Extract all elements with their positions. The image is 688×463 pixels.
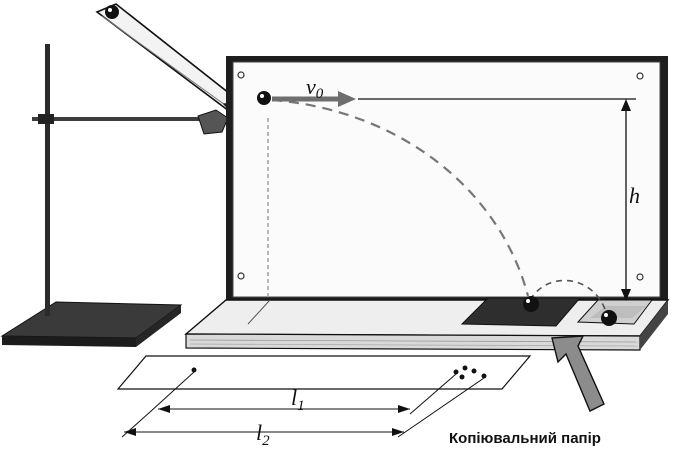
height-arrow	[621, 99, 631, 301]
stand-rod	[45, 44, 50, 316]
ball-icon	[257, 91, 271, 105]
landing-mark	[191, 367, 197, 373]
l2-label: l2	[256, 420, 270, 449]
landing-mark	[481, 373, 487, 379]
screw-icon	[636, 273, 644, 281]
screw-icon	[636, 72, 644, 80]
trajectory-dashed	[271, 98, 530, 297]
carbon-paper	[460, 297, 582, 327]
l1-label: l1	[291, 385, 305, 414]
ball-icon	[105, 5, 119, 19]
stand-base-front	[2, 336, 136, 347]
base-board	[184, 297, 670, 351]
clamp	[197, 109, 229, 135]
velocity-label: v0	[306, 74, 324, 102]
landing-mark	[471, 368, 477, 374]
bounce-dashed	[529, 279, 607, 313]
lab-stand	[0, 44, 232, 347]
vertical-board	[226, 56, 668, 304]
height-label: h	[629, 183, 640, 208]
dimension-l2	[121, 377, 485, 438]
screw-icon	[237, 71, 245, 79]
clamp-rod	[32, 117, 232, 121]
paper-sheet	[116, 355, 532, 390]
landing-mark	[462, 365, 468, 371]
screw-icon	[237, 272, 245, 280]
landing-mark	[459, 374, 465, 380]
ball-icon	[523, 296, 539, 312]
velocity-arrow-icon	[272, 91, 356, 107]
copy-paper-label: Копіювальний папір	[449, 430, 601, 447]
landing-mark	[453, 369, 459, 375]
dimension-l1	[149, 371, 457, 415]
thick-gray-arrow	[551, 335, 605, 412]
ball-icon	[601, 310, 617, 326]
